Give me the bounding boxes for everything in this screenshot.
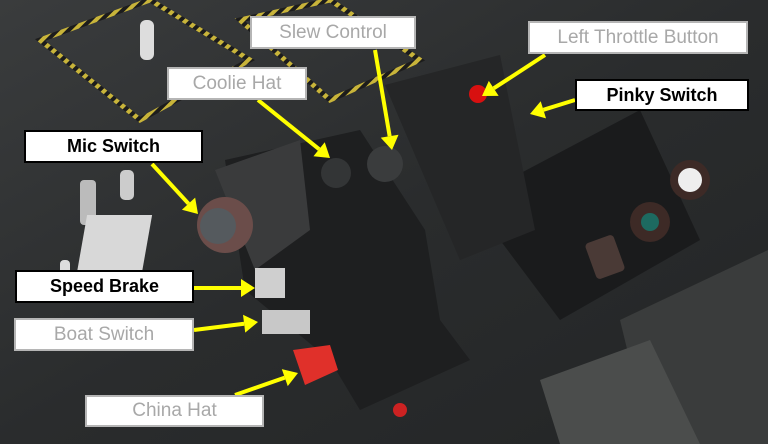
callout-text: Coolie Hat [192, 72, 282, 94]
callout-coolie-hat: Coolie Hat [167, 67, 307, 100]
callout-text: Pinky Switch [606, 84, 718, 105]
callout-text: China Hat [132, 400, 217, 421]
speed-brake-control [255, 268, 285, 298]
callout-speed-brake: Speed Brake [15, 270, 194, 303]
callout-mic-switch: Mic Switch [24, 130, 203, 163]
left-throttle-button-control [469, 85, 487, 103]
callout-text: Left Throttle Button [557, 26, 719, 48]
mic-switch-control [200, 208, 236, 244]
callout-arrow-slew-control [373, 49, 392, 137]
callout-china-hat: China Hat [85, 395, 264, 427]
slew-control-knob [367, 146, 403, 182]
arrowhead-icon [241, 279, 255, 297]
callout-text: Slew Control [279, 21, 387, 43]
hazard-panel [34, 0, 256, 123]
arrowhead-icon [181, 197, 198, 214]
callout-slew-control: Slew Control [250, 16, 416, 49]
callout-arrow-coolie-hat [256, 98, 321, 151]
callout-arrow-left-throttle-button [492, 53, 547, 91]
callout-arrow-boat-switch [193, 321, 245, 332]
callout-left-throttle-button: Left Throttle Button [528, 21, 748, 54]
china-hat-control [293, 345, 338, 385]
callout-text: Speed Brake [49, 276, 160, 296]
lever-panel [540, 340, 700, 444]
coolie-hat-control [321, 158, 351, 188]
callout-pinky-switch: Pinky Switch [575, 79, 749, 111]
arrowhead-icon [380, 134, 399, 150]
callout-arrow-china-hat [234, 375, 286, 397]
callout-text: Mic Switch [66, 136, 160, 156]
callout-arrow-pinky-switch [542, 98, 576, 112]
switch-panel [470, 110, 700, 320]
arrowhead-icon [482, 80, 499, 96]
callout-boat-switch: Boat Switch [14, 318, 194, 351]
arrowhead-icon [530, 101, 547, 119]
boat-switch-control [262, 310, 310, 334]
arrowhead-icon [242, 314, 258, 333]
arrowhead-icon [281, 369, 298, 387]
callout-arrow-mic-switch [150, 162, 190, 206]
arrowhead-icon [313, 142, 330, 158]
right-throttle [385, 55, 535, 260]
callout-text: Boat Switch [53, 323, 155, 345]
